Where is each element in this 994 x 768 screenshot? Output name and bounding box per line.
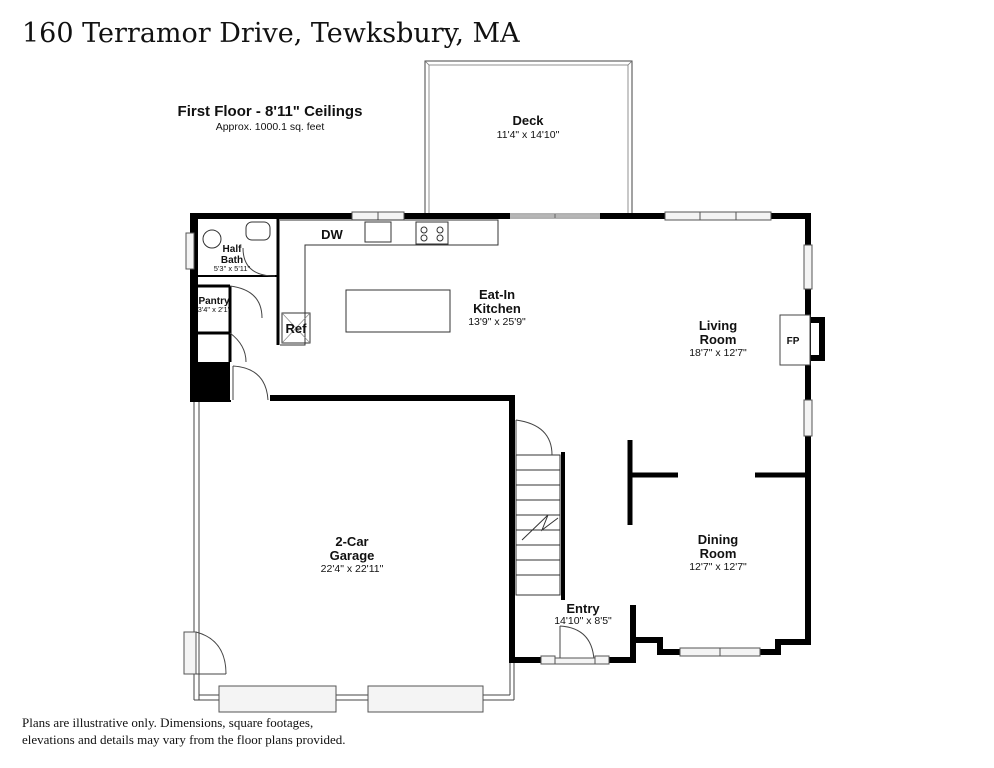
dishwasher-label: DW: [321, 227, 343, 242]
kitchen-label-1: Eat-In: [479, 287, 515, 302]
fireplace-label: FP: [787, 336, 800, 347]
garage-outline: [183, 402, 515, 713]
disclaimer-line-1: Plans are illustrative only. Dimensions,…: [22, 715, 313, 730]
garage-label-1: 2-Car: [335, 534, 368, 549]
kitchen-dims: 13'9" x 25'9": [468, 316, 526, 328]
square-footage: Approx. 1000.1 sq. feet: [216, 121, 325, 133]
half-bath-dims: 5'3" x 5'11": [214, 264, 251, 273]
interior-walls: [198, 216, 280, 401]
fireplace: [779, 314, 811, 366]
disclaimer-line-2: elevations and details may vary from the…: [22, 732, 345, 747]
windows: [185, 211, 813, 665]
deck: [424, 60, 633, 217]
entry-label: Entry: [566, 601, 600, 616]
half-bath-label-1: Half: [223, 244, 243, 255]
garage-label-2: Garage: [330, 548, 375, 563]
floor-title: First Floor - 8'11" Ceilings: [178, 103, 363, 120]
half-bath-label-2: Bath: [221, 255, 243, 266]
slider-door: [510, 213, 600, 219]
refrigerator-label: Ref: [286, 321, 308, 336]
entry-dims: 14'10" x 8'5": [554, 615, 612, 627]
pantry-dims: 3'4" x 2'1": [198, 305, 231, 314]
dining-label-2: Room: [700, 546, 737, 561]
garage-dims: 22'4" x 22'11": [321, 563, 384, 575]
entry-door: [554, 625, 596, 665]
deck-label: Deck: [512, 113, 544, 128]
living-dims: 18'7" x 12'7": [689, 347, 747, 359]
kitchen-label-2: Kitchen: [473, 301, 521, 316]
dining-label-1: Dining: [698, 532, 738, 547]
address-title: 160 Terramor Drive, Tewksbury, MA: [22, 18, 520, 49]
exterior-walls: [190, 213, 825, 663]
stairs: [515, 419, 561, 596]
pantry-label: Pantry: [198, 296, 230, 307]
dining-dims: 12'7" x 12'7": [689, 561, 747, 573]
living-label-1: Living: [699, 318, 737, 333]
kitchen-counters: [280, 219, 499, 346]
living-label-2: Room: [700, 332, 737, 347]
deck-dims: 11'4" x 14'10": [497, 129, 560, 141]
